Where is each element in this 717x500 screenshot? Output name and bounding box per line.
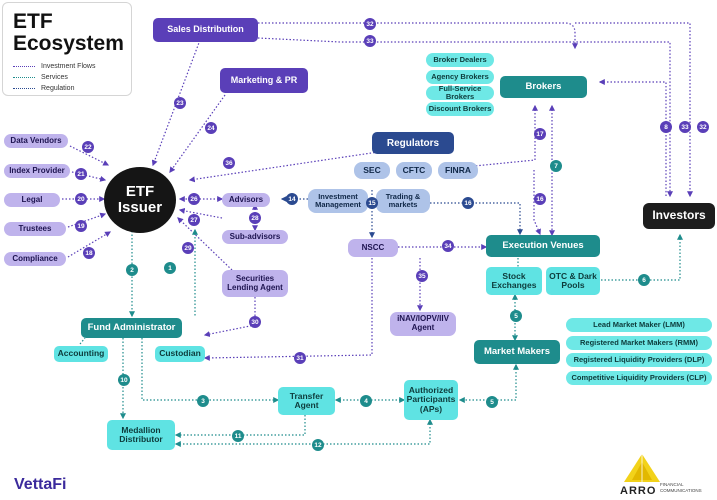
- badge-19: 18: [83, 247, 95, 259]
- badge-14: 14: [286, 193, 298, 205]
- fund-administrator-node: Fund Administrator: [81, 318, 182, 338]
- compliance-node: Compliance: [4, 252, 66, 266]
- custodian-node: Custodian: [155, 346, 205, 362]
- badge-20: 19: [75, 220, 87, 232]
- accounting-node: Accounting: [54, 346, 108, 362]
- badge-27b: 33: [679, 121, 691, 133]
- badge-13: 36: [223, 157, 235, 169]
- market-makers-node: Market Makers: [474, 340, 560, 364]
- badge-17: 16: [534, 193, 546, 205]
- badge-30: 28: [249, 212, 261, 224]
- regulators-node: Regulators: [372, 132, 454, 154]
- lmm-node: Lead Market Maker (LMM): [566, 318, 712, 332]
- badge-1: 1: [164, 262, 176, 274]
- brokers-node: Brokers: [500, 76, 587, 98]
- agency-brokers-node: Agency Brokers: [426, 70, 494, 84]
- badge-3: 3: [197, 395, 209, 407]
- badge-21: 20: [75, 193, 87, 205]
- investors-node: Investors: [643, 203, 715, 229]
- badge-5: 5: [510, 310, 522, 322]
- otc-dark-pools-node: OTC & Dark Pools: [546, 267, 600, 295]
- sales-distribution-node: Sales Distribution: [153, 18, 258, 42]
- badge-2: 2: [126, 264, 138, 276]
- trustees-node: Trustees: [4, 222, 66, 236]
- arro-triangle-icon: [624, 454, 660, 482]
- etf-issuer-node: ETF Issuer: [104, 167, 176, 233]
- stock-exchanges-node: Stock Exchanges: [486, 267, 542, 295]
- medallion-distributor-node: Medallion Distributor: [107, 420, 175, 450]
- badge-25: 24: [205, 122, 217, 134]
- vettafi-logo: VettaFi: [14, 476, 67, 493]
- sec-node: SEC: [354, 162, 390, 179]
- dlp-node: Registered Liquidity Providers (DLP): [566, 353, 712, 367]
- discount-brokers-node: Discount Brokers: [426, 102, 494, 116]
- badge-16: 16: [462, 197, 474, 209]
- investment-management-node: Investment Management: [308, 189, 368, 213]
- finra-node: FINRA: [438, 162, 478, 179]
- transfer-agent-node: Transfer Agent: [278, 387, 335, 415]
- badge-26b: 32: [697, 121, 709, 133]
- badge-34: 35: [416, 270, 428, 282]
- badge-23: 22: [82, 141, 94, 153]
- badge-27: 33: [364, 35, 376, 47]
- badge-15: 15: [366, 197, 378, 209]
- full-service-brokers-node: Full-Service Brokers: [426, 84, 494, 101]
- badge-5b: 5: [486, 396, 498, 408]
- clp-node: Competitive Liquidity Providers (CLP): [566, 371, 712, 385]
- badge-6: 6: [638, 274, 650, 286]
- cftc-node: CFTC: [396, 162, 432, 179]
- legend-item: Regulation: [13, 85, 74, 92]
- authorized-participants-node: Authorized Participants (APs): [404, 380, 458, 420]
- badge-4: 4: [360, 395, 372, 407]
- marketing-pr-node: Marketing & PR: [220, 68, 308, 93]
- nscc-node: NSCC: [348, 239, 398, 257]
- badge-31: 29: [182, 242, 194, 254]
- trading-markets-node: Trading & markets: [376, 189, 430, 213]
- advisors-node: Advisors: [222, 193, 270, 207]
- badge-29: 27: [188, 214, 200, 226]
- legend-item: Services: [13, 74, 68, 81]
- legal-node: Legal: [4, 193, 60, 207]
- badge-11: 11: [232, 430, 244, 442]
- sub-advisors-node: Sub-advisors: [222, 230, 288, 244]
- legend-item: Investment Flows: [13, 63, 95, 70]
- execution-venues-node: Execution Venues: [486, 235, 600, 257]
- securities-lending-agent-node: Securities Lending Agent: [222, 270, 288, 297]
- badge-33: 31: [294, 352, 306, 364]
- badge-22: 21: [75, 168, 87, 180]
- data-vendors-node: Data Vendors: [4, 134, 68, 148]
- badge-12: 12: [312, 439, 324, 451]
- badge-18: 17: [534, 128, 546, 140]
- broker-dealers-node: Broker Dealers: [426, 53, 494, 67]
- inav-agent-node: iNAV/IOPV/IIV Agent: [390, 312, 456, 336]
- badge-35: 34: [442, 240, 454, 252]
- badge-24: 23: [174, 97, 186, 109]
- badge-8: 8: [660, 121, 672, 133]
- index-provider-node: Index Provider: [4, 164, 70, 178]
- badge-28: 26: [188, 193, 200, 205]
- rmm-node: Registered Market Makers (RMM): [566, 336, 712, 350]
- badge-32: 30: [249, 316, 261, 328]
- badge-10: 10: [118, 374, 130, 386]
- badge-7: 7: [550, 160, 562, 172]
- badge-26: 32: [364, 18, 376, 30]
